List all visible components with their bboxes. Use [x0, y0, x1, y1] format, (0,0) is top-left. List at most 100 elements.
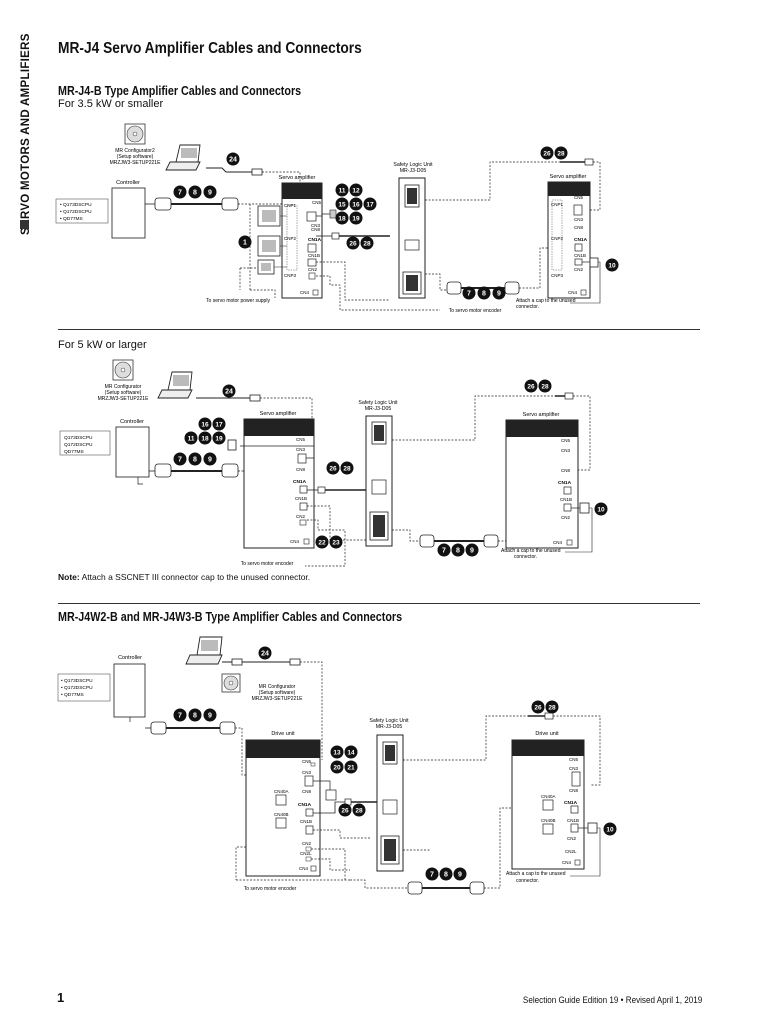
s3-cn5: CN5: [302, 759, 311, 764]
mrconfig-line1: MR Configurator2: [115, 148, 155, 154]
s2-cn8: CN8: [296, 467, 305, 472]
s2-servo-amp2-label: Servo amplifier: [523, 412, 560, 418]
svg-text:26: 26: [543, 151, 551, 158]
cn1a-label: CN1A: [308, 237, 322, 243]
svg-text:28: 28: [343, 466, 351, 473]
power-note: To servo motor power supply: [206, 298, 270, 304]
svg-text:10: 10: [597, 507, 605, 514]
servo-amp-2-label: Servo amplifier: [550, 174, 587, 180]
model-1: • Q173DSCPU: [60, 202, 92, 208]
s2-cn1a: CN1A: [293, 479, 307, 485]
svg-text:7: 7: [178, 190, 182, 197]
svg-text:9: 9: [208, 713, 212, 720]
s3r-cn4: CN4: [562, 860, 571, 865]
svg-text:8: 8: [193, 713, 197, 720]
s2-callout-28a: 28: [340, 461, 354, 475]
s3-model-1: • Q173DSCPU: [61, 678, 93, 684]
s2-callout-22: 22: [315, 535, 329, 549]
svg-text:19: 19: [215, 436, 223, 443]
s2-callout-7: 7: [173, 452, 187, 466]
controller2-models-box: [59, 430, 111, 456]
svg-text:26: 26: [534, 705, 542, 712]
svg-text:9: 9: [470, 548, 474, 555]
s3-callout-28b: 28: [545, 700, 559, 714]
s2-safety-1: Safety Logic Unit: [358, 400, 398, 406]
cap-note-2: connector.: [516, 304, 539, 310]
controller2-label: Controller: [120, 419, 144, 425]
svg-text:7: 7: [178, 713, 182, 720]
svg-text:8: 8: [482, 291, 486, 298]
cnp3-label: CNP3: [284, 273, 297, 278]
callout-11: 11: [335, 183, 349, 197]
s3-callout-21: 21: [344, 760, 358, 774]
s2-callout-24: 24: [222, 384, 236, 398]
c2-model-3: QD77MS: [64, 449, 84, 455]
s2-callout-7b: 7: [437, 543, 451, 557]
s2-callout-17: 17: [212, 417, 226, 431]
svg-text:17: 17: [215, 422, 223, 429]
s3r-cn8: CN8: [569, 788, 578, 793]
c2-model-2: Q172DSCPU: [64, 442, 93, 448]
cn1b-label: CN1B: [308, 253, 320, 258]
s3-cd-icon: [221, 673, 241, 693]
c2-model-1: Q173DSCPU: [64, 435, 93, 441]
s3-callout-24: 24: [258, 646, 272, 660]
s3-cn40a: CN40A: [274, 789, 289, 794]
svg-text:28: 28: [548, 705, 556, 712]
s2-cn2: CN2: [296, 514, 305, 519]
r-cn3: CN3: [574, 217, 583, 222]
s3-model-2: • Q172DSCPU: [61, 685, 93, 691]
r-cnp3: CNP3: [551, 273, 564, 278]
svg-text:7: 7: [430, 872, 434, 879]
s3r-cn40a: CN40A: [541, 794, 556, 799]
svg-text:9: 9: [458, 872, 462, 879]
s3-callout-7: 7: [173, 708, 187, 722]
callout-19: 19: [349, 211, 363, 225]
cd-icon: [124, 123, 146, 145]
s3-callout-9b: 9: [453, 867, 467, 881]
svg-text:17: 17: [366, 202, 374, 209]
s3-safety-2: MR-J3-D05: [376, 724, 403, 730]
svg-text:26: 26: [527, 384, 535, 391]
s3-encoder-note: To servo motor encoder: [244, 886, 297, 892]
s3-cn40b: CN40B: [274, 812, 289, 817]
cnp2-label: CNP2: [284, 236, 297, 241]
section2-note: Note: Attach a SSCNET III connector cap …: [58, 572, 310, 582]
svg-text:8: 8: [444, 872, 448, 879]
s3-callout-8: 8: [188, 708, 202, 722]
section1-subtitle: For 3.5 kW or smaller: [58, 98, 164, 110]
cn2-label: CN2: [308, 267, 317, 272]
s3-callout-8b: 8: [439, 867, 453, 881]
s3-callout-28a: 28: [352, 803, 366, 817]
callout-1: 1: [238, 235, 252, 249]
note-text: Attach a SSCNET III connector cap to the…: [79, 572, 311, 582]
s3-cap-note-1: Attach a cap to the unused: [506, 871, 566, 877]
s2-cn1b: CN1B: [295, 496, 307, 501]
s3-cn8: CN8: [302, 789, 311, 794]
s3r-cn3: CN3: [569, 766, 578, 771]
r-cn5: CN5: [574, 195, 583, 200]
cnp1-label: CNP1: [284, 203, 297, 208]
s2-servo-amp-label: Servo amplifier: [260, 411, 297, 417]
sidebar: SERVO MOTORS AND AMPLIFIERS: [14, 20, 40, 240]
s3r-cn2: CN2: [567, 836, 576, 841]
svg-text:26: 26: [349, 241, 357, 248]
s3-callout-10: 10: [603, 822, 617, 836]
s2-callout-23: 23: [329, 535, 343, 549]
callout-7b: 7: [462, 286, 476, 300]
s2-callout-10: 10: [594, 502, 608, 516]
s2-safety-2: MR-J3-D05: [365, 406, 392, 412]
cn3-label: CN3: [311, 223, 320, 228]
section2-diagram: MR Configurator (Setup software) MRZJW3-…: [59, 359, 608, 567]
mrconfig2-line1: MR Configurator: [105, 384, 142, 390]
svg-text:26: 26: [329, 466, 337, 473]
r-cn8: CN8: [574, 225, 583, 230]
s3-callout-26a: 26: [338, 803, 352, 817]
divider-1: [58, 329, 700, 330]
s2-cn3: CN3: [296, 447, 305, 452]
s2-callout-8b: 8: [451, 543, 465, 557]
s2-callout-18: 18: [198, 431, 212, 445]
s3r-cn2l: CN2L: [565, 849, 577, 854]
controller-models-box: [55, 198, 109, 224]
section3-diagram: Controller • Q173DSCPU • Q172DSCPU • QD7…: [57, 636, 617, 895]
